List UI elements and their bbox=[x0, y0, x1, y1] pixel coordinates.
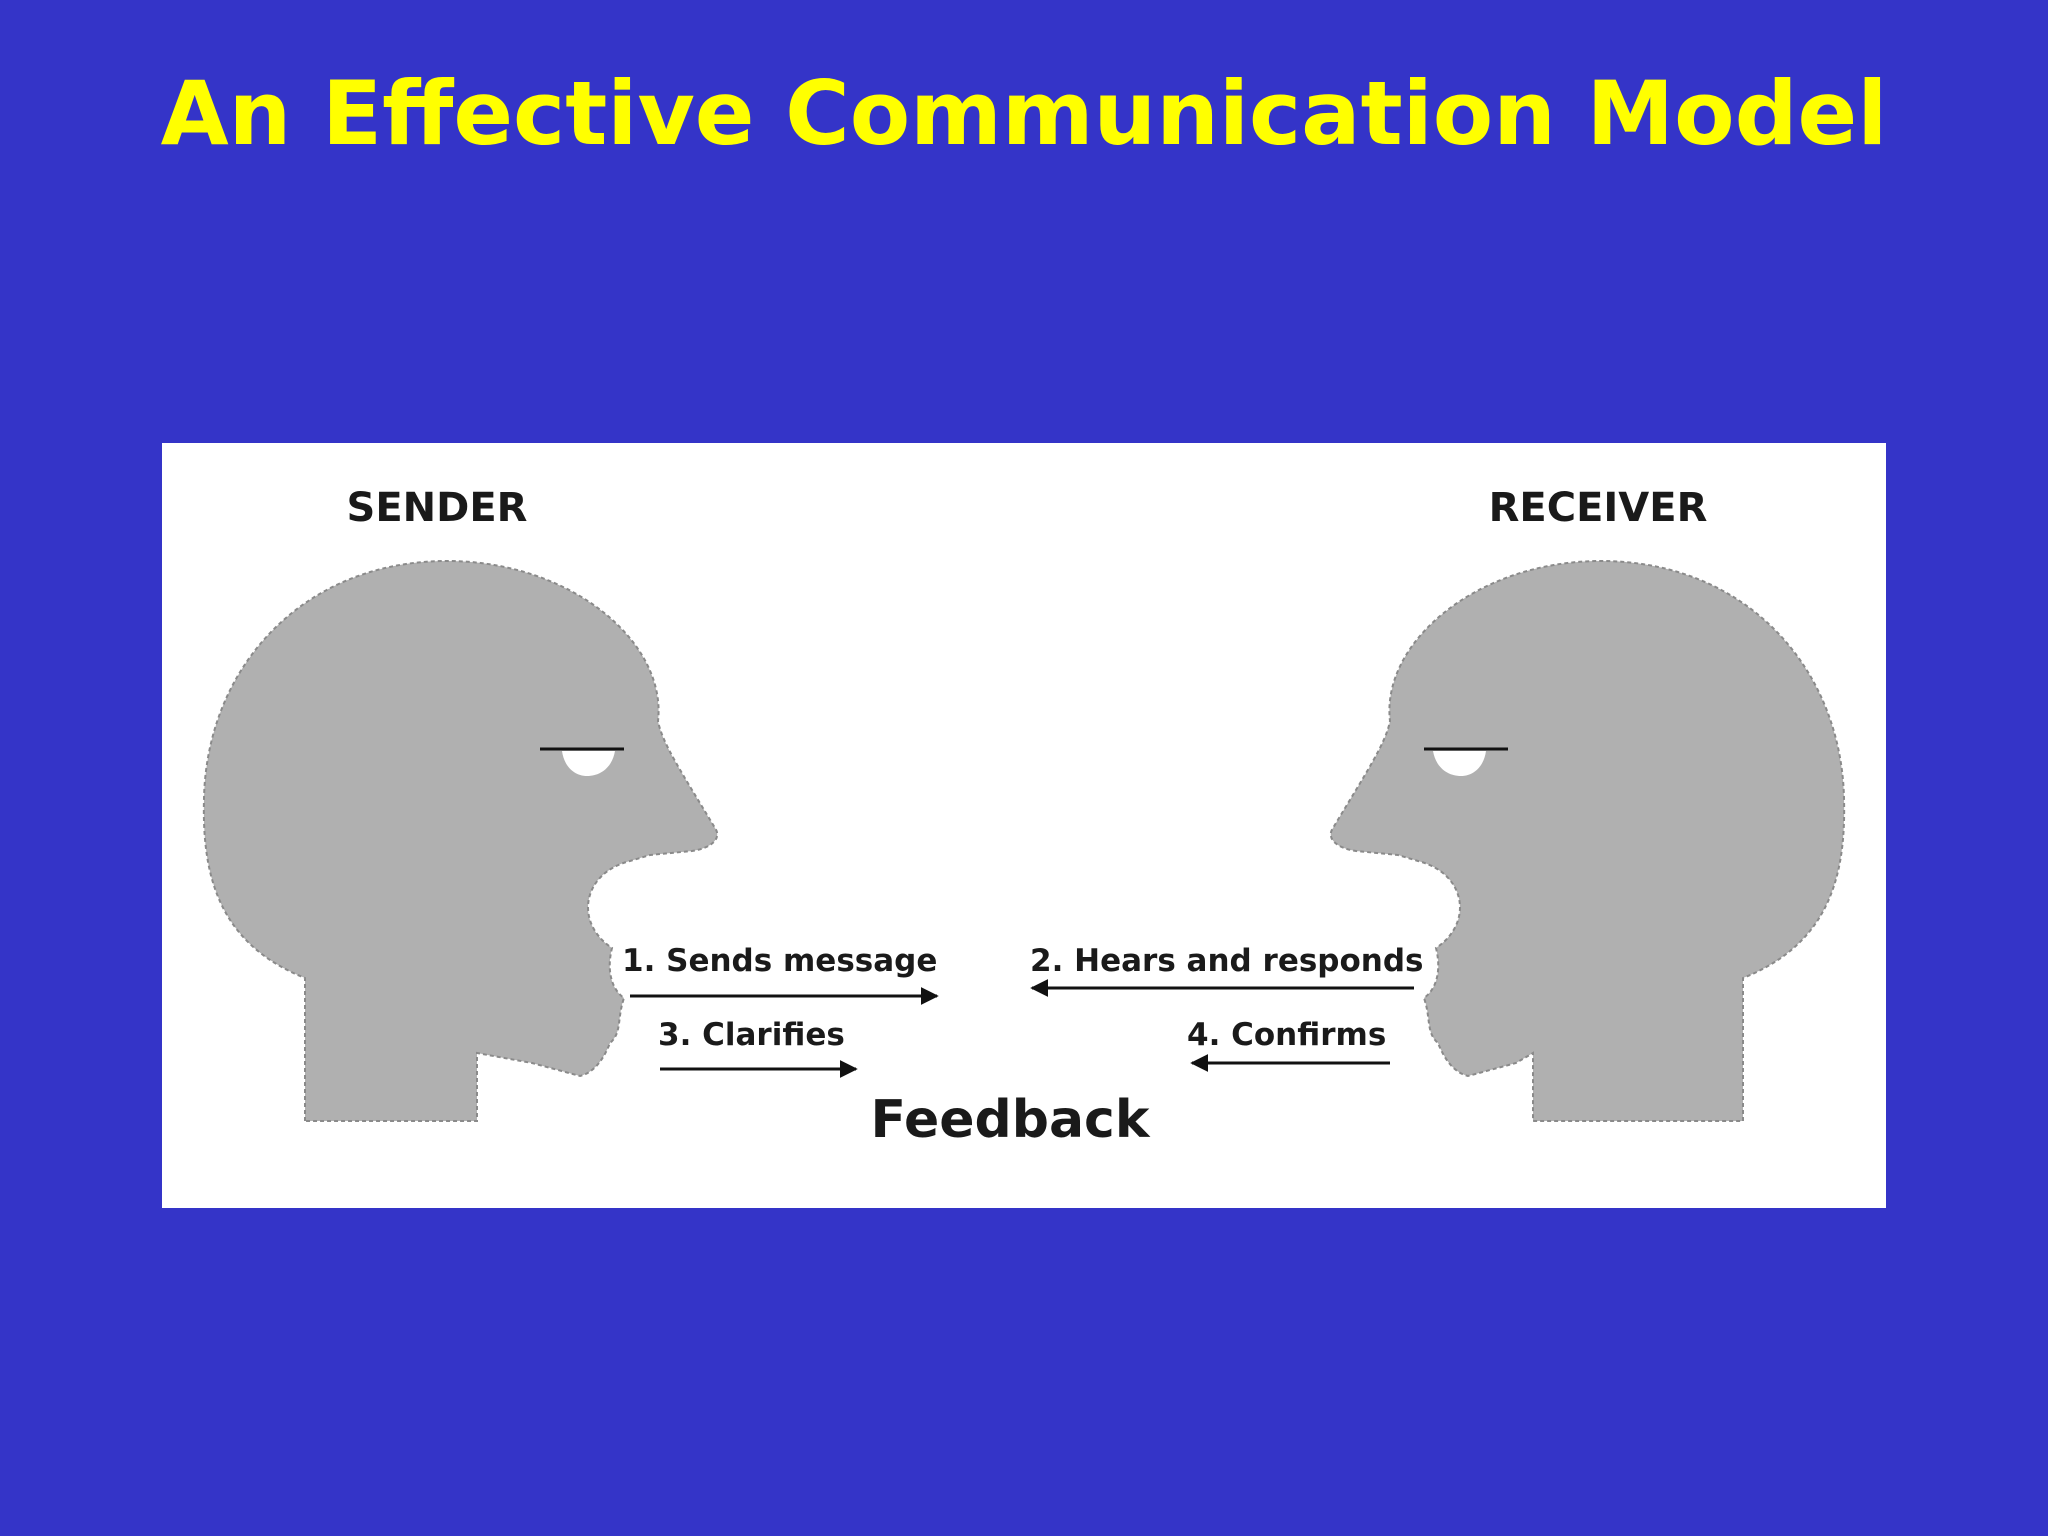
communication-diagram: SENDER RECEIVER 1. Sends message 2. Hear… bbox=[162, 443, 1886, 1208]
step-3-label: 3. Clarifies bbox=[658, 1017, 845, 1053]
feedback-label: Feedback bbox=[871, 1090, 1151, 1150]
step-2-label: 2. Hears and responds bbox=[1030, 943, 1424, 979]
receiver-label: RECEIVER bbox=[1489, 485, 1708, 531]
sender-head-icon bbox=[202, 559, 719, 1122]
step-1-label: 1. Sends message bbox=[622, 943, 937, 979]
step-4-label: 4. Confirms bbox=[1187, 1017, 1386, 1053]
sender-label: SENDER bbox=[347, 485, 528, 531]
receiver-head-icon bbox=[1329, 559, 1846, 1122]
slide-title: An Effective Communication Model bbox=[160, 62, 1888, 165]
diagram-canvas: SENDER RECEIVER 1. Sends message 2. Hear… bbox=[202, 485, 1846, 1150]
